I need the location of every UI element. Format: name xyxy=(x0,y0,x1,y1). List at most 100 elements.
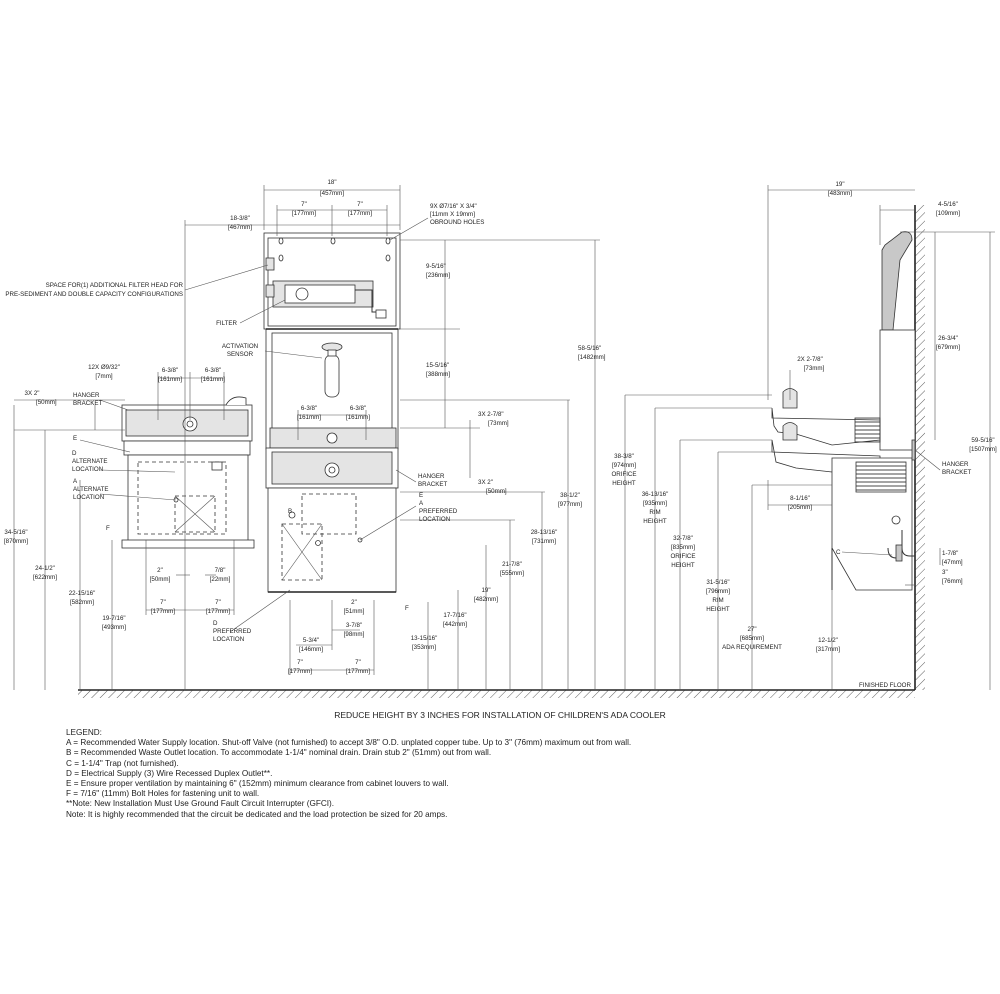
side-view xyxy=(771,205,925,690)
dimension-label: HEIGHT xyxy=(643,518,667,525)
dimension-label: HEIGHT xyxy=(612,480,636,487)
dimension-label: [22mm] xyxy=(210,576,231,583)
cabinet-front xyxy=(267,487,397,593)
dimension-label: RIM xyxy=(712,597,723,604)
dimension-label: [73mm] xyxy=(488,420,509,427)
dimension-label: [146mm] xyxy=(299,646,323,653)
dimension-label: HANGER xyxy=(942,461,969,468)
leader-lines xyxy=(79,217,941,633)
legend: LEGEND: A = Recommended Water Supply loc… xyxy=(66,728,946,820)
dimension-label: D xyxy=(72,450,77,457)
dimension-label: 8-1/16" xyxy=(790,495,810,502)
dimension-label: 6-3/8" xyxy=(205,367,221,374)
cooler-front-left xyxy=(121,396,255,549)
dimension-label: 3X 2" xyxy=(25,390,40,397)
dimension-label: 6-3/8" xyxy=(301,405,317,412)
tower-front xyxy=(263,232,401,593)
dimension-label: F xyxy=(106,525,110,532)
dimension-label: 36-13/16" xyxy=(642,491,669,498)
dimension-label: [977mm] xyxy=(558,501,582,508)
dimension-label: 17-7/16" xyxy=(443,612,466,619)
dimension-label: [1482mm] xyxy=(578,354,606,361)
legend-line: **Note: New Installation Must Use Ground… xyxy=(66,799,335,809)
dimension-label: [974mm] xyxy=(612,462,636,469)
dimension-label: 22-15/16" xyxy=(69,590,96,597)
dimension-label: [177mm] xyxy=(348,210,372,217)
dimension-label: 28-13/16" xyxy=(531,529,558,536)
dimension-label: 15-5/16" xyxy=(426,362,449,369)
dimension-label: ADA REQUIREMENT xyxy=(722,644,782,651)
legend-line: F = 7/16" (11mm) Bolt Holes for fastenin… xyxy=(66,789,260,799)
legend-line: E = Ensure proper ventilation by maintai… xyxy=(66,779,449,789)
dimension-label: PREFERRED xyxy=(213,628,252,635)
dimension-label: 31-5/16" xyxy=(706,579,729,586)
dimension-label: [1507mm] xyxy=(969,446,997,453)
dimension-label: 4-5/16" xyxy=(938,201,958,208)
dimension-label: [73mm] xyxy=(804,365,825,372)
dimension-label: 3X 2-7/8" xyxy=(478,411,504,418)
dimension-label: 18" xyxy=(327,179,336,186)
dimension-label: 3X 2" xyxy=(478,479,493,486)
dimension-label: B xyxy=(288,508,292,515)
dimension-label: BRACKET xyxy=(418,481,447,488)
dimension-label: [161mm] xyxy=(346,414,370,421)
dimension-label: C xyxy=(836,549,841,556)
dimension-label: 12-1/2" xyxy=(818,637,838,644)
dimension-label: PRE-SEDIMENT AND DOUBLE CAPACITY CONFIGU… xyxy=(5,291,183,298)
dimension-label: ORIFICE xyxy=(670,553,695,560)
dimension-label: RIM xyxy=(649,509,660,516)
dimension-label: 19" xyxy=(835,181,844,188)
legend-heading: LEGEND: xyxy=(66,728,102,737)
dimension-label: A xyxy=(73,478,78,485)
dimension-label: 24-1/2" xyxy=(35,565,55,572)
dimension-label: [679mm] xyxy=(936,344,960,351)
tower-side xyxy=(881,231,913,331)
dimension-label: D xyxy=(213,620,218,627)
dimension-label: [177mm] xyxy=(292,210,316,217)
legend-line: C = 1-1/4" Trap (not furnished). xyxy=(66,758,179,768)
dimension-label: LOCATION xyxy=(73,494,104,501)
dimension-label: 19-7/16" xyxy=(102,615,125,622)
dimension-label: E xyxy=(73,435,77,442)
dimension-label: [51mm] xyxy=(344,608,365,615)
dimension-label: [317mm] xyxy=(816,646,840,653)
dimension-label: [467mm] xyxy=(228,224,252,231)
dimension-label: FILTER xyxy=(216,320,237,327)
dimension-label: [796mm] xyxy=(706,588,730,595)
dimension-label: 6-3/8" xyxy=(350,405,366,412)
dimension-label: 7" xyxy=(301,201,307,208)
dimension-label: E xyxy=(419,492,423,499)
dimension-label: [50mm] xyxy=(150,576,171,583)
dimension-label: [388mm] xyxy=(426,371,450,378)
dimension-label: [177mm] xyxy=(346,668,370,675)
dimension-label: [177mm] xyxy=(288,668,312,675)
dimension-label: HANGER xyxy=(73,392,100,399)
dimension-label: [731mm] xyxy=(532,538,556,545)
dimension-label: ORIFICE xyxy=(611,471,636,478)
dimension-label: ALTERNATE xyxy=(72,458,108,465)
dimension-label: [353mm] xyxy=(412,644,436,651)
dimension-label: 27" xyxy=(747,626,756,633)
dimension-label: [7mm] xyxy=(95,373,112,380)
dimension-label: 7" xyxy=(355,659,361,666)
dimension-label: 13-15/16" xyxy=(411,635,438,642)
dimension-label: 38-1/2" xyxy=(560,492,580,499)
dimension-label: 7" xyxy=(160,599,166,606)
side-labels: 19" [483mm] 4-5/16" [109mm] 26-3/4" [679… xyxy=(611,181,997,653)
dimension-label: [457mm] xyxy=(320,190,344,197)
dimension-label: [50mm] xyxy=(36,399,57,406)
bottle-outline xyxy=(324,354,340,398)
dimension-label: 12X Ø9/32" xyxy=(88,364,120,371)
dimension-label: A xyxy=(419,500,424,507)
finished-floor-label: FINISHED FLOOR xyxy=(859,682,911,689)
legend-line: D = Electrical Supply (3) Wire Recessed … xyxy=(66,768,273,778)
dimension-label: LOCATION xyxy=(419,516,450,523)
dimension-label: [835mm] xyxy=(671,544,695,551)
dimension-label: 7" xyxy=(297,659,303,666)
dimension-label: 34-5/16" xyxy=(4,529,27,536)
dimension-label: LOCATION xyxy=(213,636,244,643)
dimension-label: 21-7/8" xyxy=(502,561,522,568)
floor-line: FINISHED FLOOR xyxy=(78,682,915,698)
dimension-label: [482mm] xyxy=(474,596,498,603)
